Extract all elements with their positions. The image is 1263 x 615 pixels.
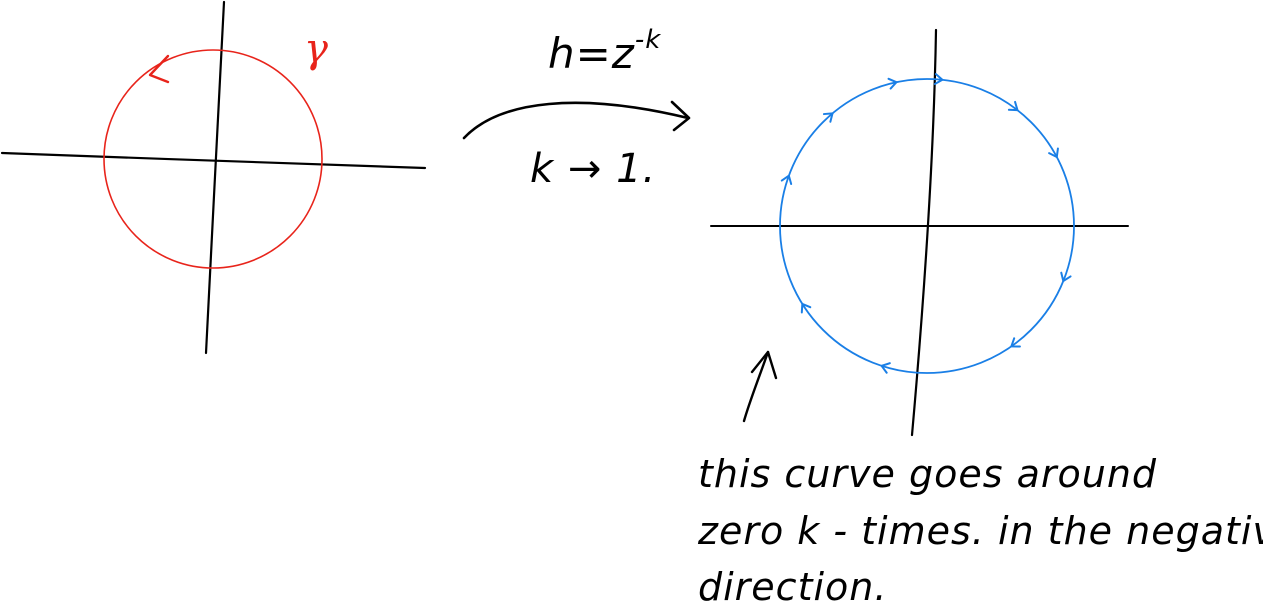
map-formula-exponent: -k bbox=[635, 25, 661, 55]
left-figure: γ bbox=[0, 0, 427, 355]
annotation-line-3: direction. bbox=[698, 565, 887, 609]
direction-arrow-icon bbox=[1010, 337, 1021, 348]
direction-arrow-icon bbox=[1048, 147, 1059, 158]
map-arrow-shaft bbox=[462, 101, 690, 140]
limit-text: k → 1. bbox=[530, 146, 656, 192]
map-formula: h=z-k bbox=[548, 25, 661, 78]
annotation-text: this curve goes around zero k - times. i… bbox=[697, 452, 1263, 609]
mapping: h=z-k k → 1. bbox=[462, 25, 691, 192]
right-figure bbox=[710, 28, 1129, 437]
right-y-axis bbox=[910, 28, 938, 437]
direction-arrow-icon bbox=[822, 112, 834, 123]
pointer-arrow-head-icon bbox=[750, 350, 778, 380]
direction-arrow-icon bbox=[780, 174, 793, 186]
direction-arrow-icon bbox=[880, 362, 891, 374]
direction-arrow-icon bbox=[1007, 100, 1019, 112]
map-formula-base: h=z bbox=[548, 29, 635, 78]
map-arrow-head-icon bbox=[670, 100, 691, 132]
annotation-line-2: zero k - times. in the negative bbox=[697, 509, 1263, 553]
annotation-pointer bbox=[742, 350, 778, 423]
direction-arrows bbox=[780, 73, 1072, 374]
direction-arrow-icon bbox=[933, 73, 944, 86]
direction-arrow-icon bbox=[1060, 271, 1072, 283]
pointer-arrow-shaft bbox=[742, 350, 770, 423]
left-x-axis bbox=[0, 151, 427, 170]
direction-arrow-icon bbox=[800, 302, 812, 314]
direction-arrow-icon bbox=[887, 77, 898, 90]
left-y-axis bbox=[204, 0, 226, 355]
gamma-direction-arrow-icon bbox=[148, 54, 170, 84]
image-curve-circle bbox=[779, 78, 1075, 374]
annotation-line-1: this curve goes around bbox=[698, 452, 1157, 496]
gamma-label: γ bbox=[304, 26, 328, 72]
gamma-circle bbox=[103, 49, 323, 269]
